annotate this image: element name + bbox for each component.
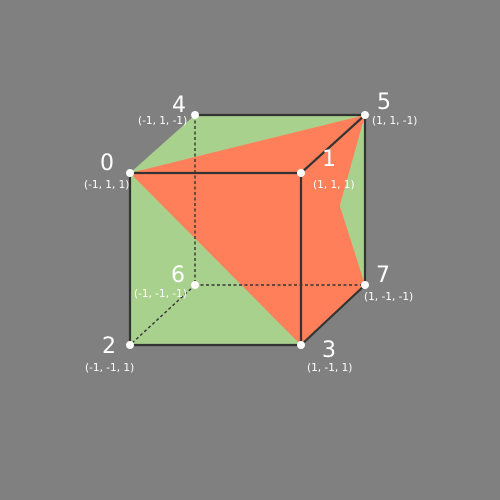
vertex-2-dot — [126, 341, 134, 349]
vertex-7-dot — [361, 281, 369, 289]
vertex-4-coord: (-1, 1, -1) — [138, 115, 187, 127]
triangle-right-sliver — [301, 153, 365, 345]
vertex-6-coord: (-1, -1, -1) — [134, 288, 187, 300]
vertex-0-coord: (-1, 1, 1) — [84, 179, 129, 191]
edge-7-3 — [299, 283, 367, 347]
edge-1-5 — [299, 113, 367, 175]
vertex-6-index: 6 — [171, 263, 185, 288]
vertex-7-index: 7 — [376, 263, 390, 288]
vertex-0-index: 0 — [100, 151, 114, 176]
vertex-5-coord: (1, 1, -1) — [372, 115, 417, 127]
vertex-2-coord: (-1, -1, 1) — [85, 362, 134, 374]
vertex-1-coord: (1, 1, 1) — [313, 179, 355, 191]
vertex-4-index: 4 — [172, 93, 186, 118]
vertex-3-coord: (1, -1, 1) — [307, 362, 352, 374]
vertex-7-coord: (1, -1, -1) — [364, 291, 413, 303]
vertex-6-dot — [191, 281, 199, 289]
vertex-2-index: 2 — [102, 334, 116, 359]
vertex-1-index: 1 — [322, 147, 336, 172]
vertex-3-index: 3 — [322, 338, 336, 363]
vertex-4-dot — [191, 111, 199, 119]
vertex-5-dot — [361, 111, 369, 119]
vertex-1-dot — [297, 169, 305, 177]
hidden-edge-6-2 — [129, 284, 196, 346]
vertex-0-dot — [126, 169, 134, 177]
vertex-5-index: 5 — [377, 90, 391, 115]
vertex-3-dot — [297, 341, 305, 349]
